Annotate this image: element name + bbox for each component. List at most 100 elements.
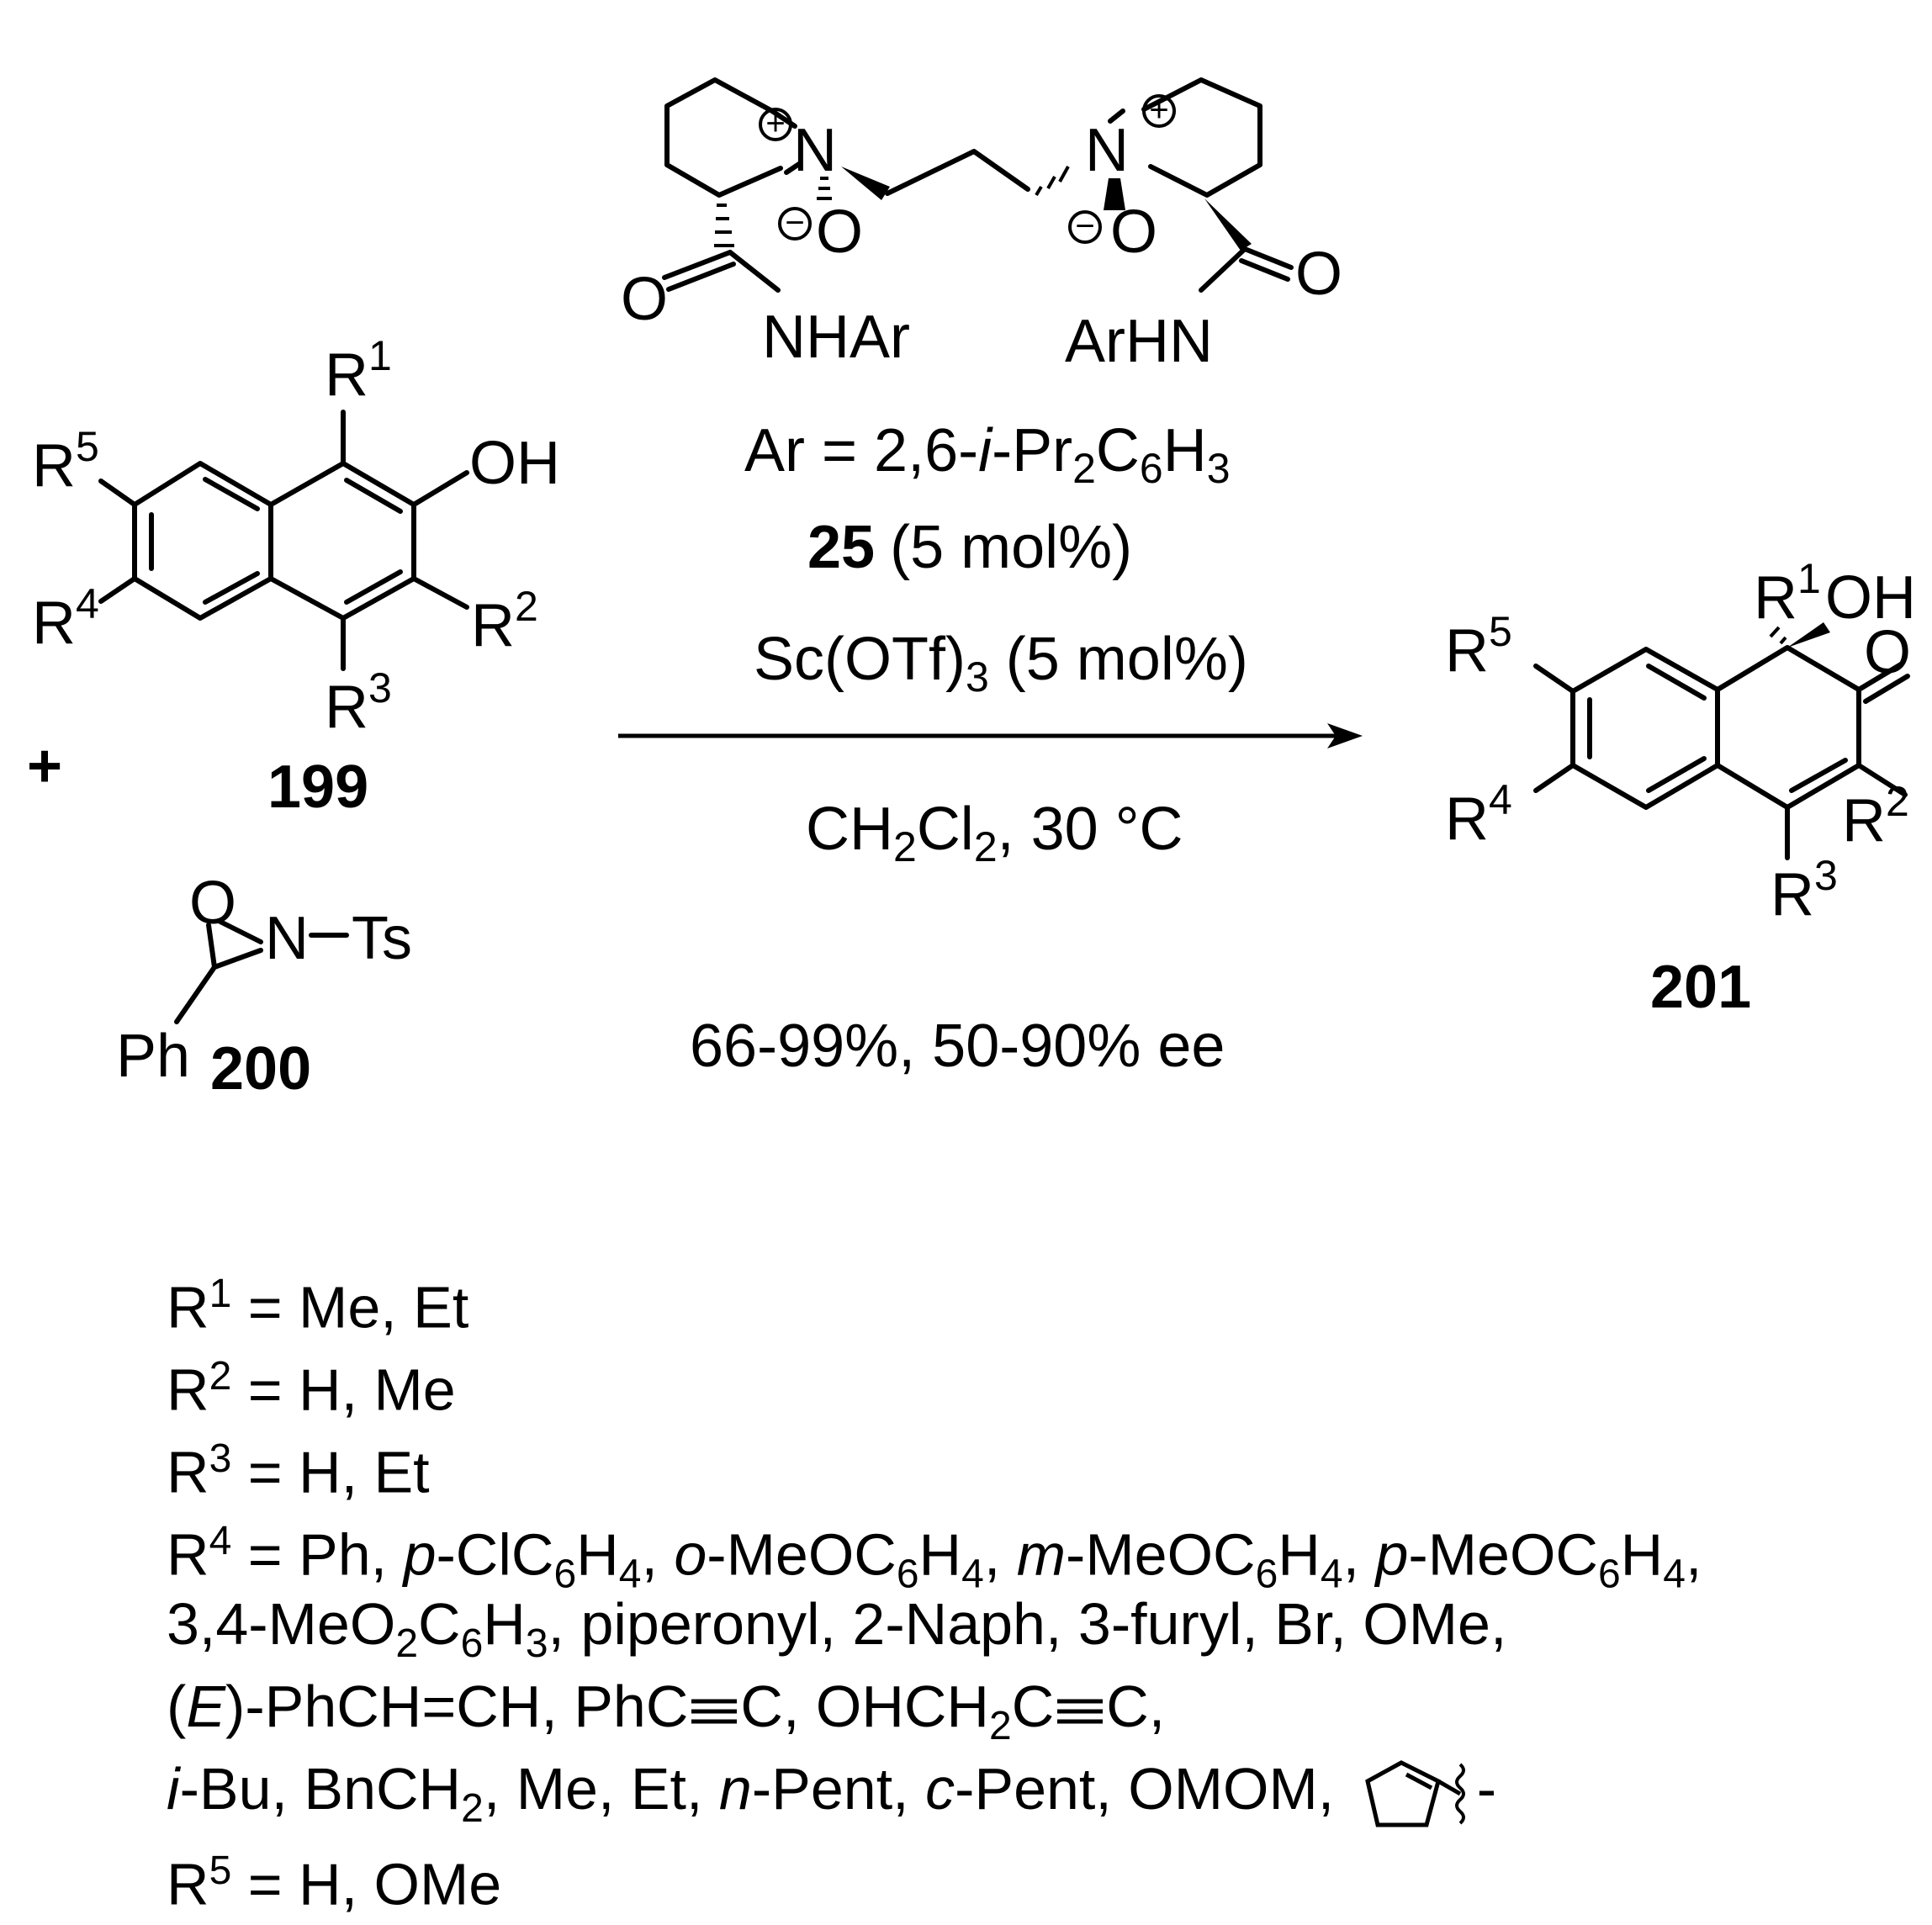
left-c2-amide-hash <box>714 204 734 247</box>
product-structure <box>1533 622 1910 860</box>
r2-bond <box>411 576 469 610</box>
right-plus-charge-circle <box>1142 94 1176 128</box>
naphthol-r5: R5 <box>32 423 99 500</box>
reaction-arrow-head <box>1327 723 1363 748</box>
cyclopentenyl-icon <box>1364 1759 1465 1827</box>
left-amide-c-o-bond-2 <box>666 262 736 292</box>
right-amide-c-o-bond-2 <box>1239 258 1290 282</box>
naphthol-number: 199 <box>267 754 368 821</box>
right-n-o-wedge <box>1104 178 1125 210</box>
naphthol-r4: R4 <box>32 580 99 657</box>
product-r2-bond <box>1856 763 1908 797</box>
product-c-o-bond-2 <box>1863 674 1910 704</box>
ethylene-linker <box>885 149 1030 196</box>
yield-ee-label: 66-99%, 50-90% ee <box>690 1013 1225 1080</box>
left-n-oxide-o: O <box>816 198 863 266</box>
right-minus-charge-circle <box>1068 210 1102 244</box>
oxaziridine-ph: Ph <box>116 1023 190 1090</box>
product-r4-bond <box>1533 763 1575 793</box>
right-minus-charge: − <box>1075 208 1094 245</box>
r5-definition: R5 = H, OMe <box>167 1848 502 1917</box>
product-o: O <box>1864 619 1911 686</box>
product-c-o-bond <box>1856 662 1903 692</box>
right-plus-charge: + <box>1149 92 1168 129</box>
left-amide-c-n-bond <box>728 250 781 293</box>
oxaziridine-number: 200 <box>210 1035 311 1103</box>
oxaziridine-n: N <box>265 905 309 972</box>
left-n-o-hash-bond <box>817 177 832 200</box>
product-aromatic-ring <box>1570 647 1720 810</box>
naphthol-left-double-1 <box>203 477 260 511</box>
naphthol-r3: R3 <box>325 664 392 741</box>
product-r5: R5 <box>1445 608 1512 685</box>
left-amide-c-o-bond <box>662 250 733 280</box>
plus-sign: + <box>27 732 62 800</box>
product-r4: R4 <box>1445 776 1512 853</box>
right-amide-c-o-bond <box>1242 246 1294 270</box>
right-ring-bond-n <box>1108 108 1125 124</box>
naphthol-left-ring-outline <box>132 461 273 621</box>
product-c3-c4-double <box>1789 758 1848 793</box>
left-piperidine-ring <box>664 77 783 198</box>
left-n-atom: N <box>793 117 837 184</box>
right-amide-c-n-bond <box>1199 246 1247 293</box>
product-r2: R2 <box>1842 778 1909 854</box>
left-ring-bond-n2 <box>784 161 802 175</box>
product-r1: R1 <box>1754 555 1821 632</box>
product-r3: R3 <box>1771 852 1838 928</box>
naphthol-oh: OH <box>469 430 560 497</box>
oxaziridine-o-n-bond <box>216 918 263 944</box>
product-number: 201 <box>1650 954 1751 1021</box>
catalyst-label: 25(5 mol%) <box>807 514 1132 581</box>
naphthol-right-ring <box>268 461 416 621</box>
right-n-oxide-o: O <box>1110 198 1157 266</box>
left-nhar-label: NHAr <box>762 304 910 371</box>
triple-bond-icon <box>691 1699 738 1724</box>
naphthol-structure <box>98 410 469 671</box>
r5-bond <box>98 479 137 507</box>
oxaziridine-o: O <box>189 870 236 937</box>
left-minus-charge: − <box>785 204 804 241</box>
r4-definition-line4: i-Bu, BnCH2, Me, Et, n-Pent, c-Pent, OMO… <box>167 1756 1496 1831</box>
r4-definition-line2: 3,4-MeO2C6H3, piperonyl, 2-Naph, 3-furyl… <box>167 1591 1507 1666</box>
naphthol-right-double-2 <box>344 569 403 605</box>
right-amide-o: O <box>1295 241 1342 308</box>
r4-definition: R4 = Ph, p-ClC6H4, o-MeOC6H4, m-MeOC6H4,… <box>167 1519 1702 1597</box>
left-plus-charge: + <box>765 105 785 142</box>
right-piperidine-ring <box>1141 77 1262 198</box>
triple-bond-icon-2 <box>1057 1699 1104 1724</box>
right-linker-hash-bond <box>1035 166 1070 197</box>
r3-definition: R3 = H, Et <box>167 1436 430 1505</box>
right-c2-amide-wedge <box>1204 198 1252 251</box>
left-n-linker-wedge <box>841 167 890 200</box>
product-r5-bond <box>1533 664 1575 694</box>
c-ph-bond <box>174 965 217 1024</box>
r4-bond <box>98 576 137 604</box>
r2-definition: R2 = H, Me <box>167 1354 456 1423</box>
product-oh-wedge <box>1787 622 1830 648</box>
substituent-list: R1 = Me, Et R2 = H, Me R3 = H, Et R4 = P… <box>167 1253 1702 1917</box>
product-arom-double-1 <box>1646 664 1707 701</box>
ar-definition: Ar = 2,6-i-Pr2C6H3 <box>744 417 1231 492</box>
naphthol-right-double-1 <box>344 478 403 514</box>
oxaziridine-structure <box>174 918 349 1024</box>
catalyst-structure: N + − O O NHAr <box>621 77 1342 375</box>
naphthol-left-double-3 <box>203 571 260 605</box>
oh-bond <box>411 470 469 507</box>
left-amide-o: O <box>621 266 668 333</box>
naphthol-r2: R2 <box>471 583 538 659</box>
oxaziridine-o-c-bond <box>206 923 217 970</box>
right-n-atom: N <box>1085 117 1129 184</box>
solvent-label: CH2Cl2, 30 °C <box>806 796 1183 870</box>
oxaziridine-c-n-bond <box>212 948 263 970</box>
product-arom-double-3 <box>1646 756 1707 793</box>
product-oh: OH <box>1825 564 1916 632</box>
product-r1-hash <box>1769 626 1787 645</box>
product-enone-ring <box>1715 645 1861 810</box>
naphthol-r1: R1 <box>325 332 392 409</box>
left-plus-charge-circle <box>759 108 792 141</box>
left-minus-charge-circle <box>778 207 812 241</box>
lewis-acid-label: Sc(OTf)3 (5 mol%) <box>754 626 1248 701</box>
